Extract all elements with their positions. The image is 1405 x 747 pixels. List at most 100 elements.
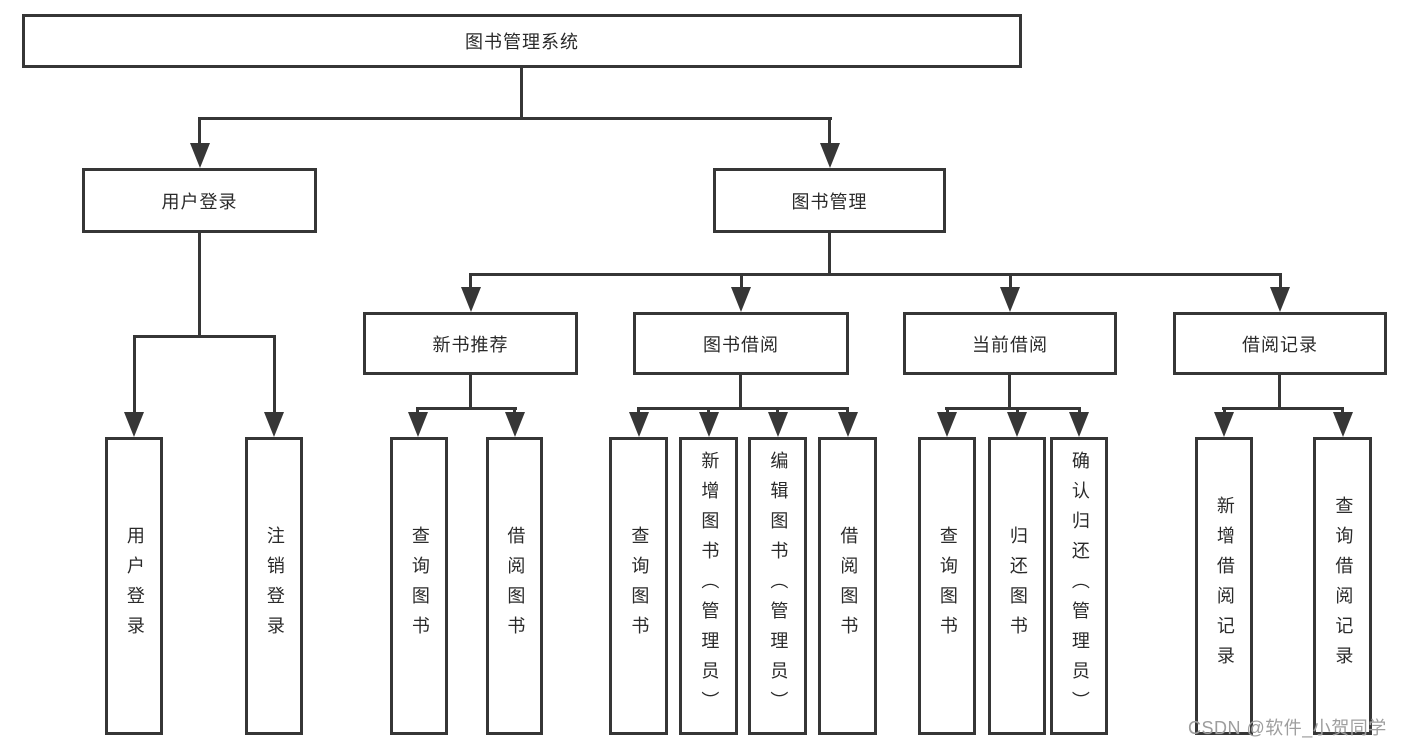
arrow-shaft xyxy=(1015,407,1019,416)
arrow-shaft xyxy=(739,273,743,291)
node-label: 查询图书 xyxy=(629,526,650,646)
node-user-login: 用户登录 xyxy=(82,168,317,233)
arrow-shaft xyxy=(132,335,136,416)
node-label: 用户登录 xyxy=(124,526,145,646)
arrow-down-icon xyxy=(1214,407,1234,437)
connector-line xyxy=(469,375,472,409)
node-label: 借阅图书 xyxy=(838,526,859,646)
connector-line xyxy=(828,233,831,275)
arrow-head xyxy=(1000,287,1020,312)
leaf-add-books-admin: 新增图书（管理员） xyxy=(679,437,738,735)
arrow-shaft xyxy=(945,407,949,416)
arrow-head xyxy=(504,412,525,437)
node-new-book-rec: 新书推荐 xyxy=(363,312,578,375)
arrow-head xyxy=(1214,412,1234,437)
arrow-down-icon xyxy=(504,407,525,437)
connector-line xyxy=(1008,375,1011,409)
arrow-shaft xyxy=(1008,273,1012,291)
arrow-head xyxy=(628,412,649,437)
arrow-shaft xyxy=(776,407,779,416)
connector-line xyxy=(945,407,1081,410)
node-label: 用户登录 xyxy=(161,191,238,212)
arrow-head xyxy=(819,143,840,168)
leaf-confirm-return-admin: 确认归还（管理员） xyxy=(1050,437,1108,735)
arrow-shaft xyxy=(416,407,419,416)
leaf-query-borrow-record: 查询借阅记录 xyxy=(1313,437,1372,735)
arrow-head xyxy=(698,412,719,437)
connector-line xyxy=(416,407,517,410)
watermark: CSDN @软件_小贺同学 xyxy=(1188,718,1387,738)
node-label: 新书推荐 xyxy=(432,334,509,355)
connector-line xyxy=(1222,407,1344,410)
connector-line xyxy=(1278,375,1281,409)
arrow-down-icon xyxy=(1069,407,1089,437)
arrow-head xyxy=(937,412,957,437)
arrow-down-icon xyxy=(767,407,788,437)
connector-line xyxy=(469,273,1281,276)
arrow-down-icon xyxy=(407,407,428,437)
arrow-head xyxy=(124,412,144,437)
leaf-edit-books-admin: 编辑图书（管理员） xyxy=(748,437,807,735)
node-label: 借阅图书 xyxy=(505,526,526,646)
arrow-shaft xyxy=(1278,273,1282,291)
leaf-add-borrow-record: 新增借阅记录 xyxy=(1195,437,1253,735)
arrow-shaft xyxy=(198,117,201,147)
node-book-mgmt: 图书管理 xyxy=(713,168,946,233)
node-label: 注销登录 xyxy=(264,526,285,646)
leaf-user-login: 用户登录 xyxy=(105,437,163,735)
node-borrow-record: 借阅记录 xyxy=(1173,312,1387,375)
arrow-shaft xyxy=(513,407,516,416)
node-label: 编辑图书（管理员） xyxy=(768,451,789,721)
arrow-down-icon xyxy=(937,407,957,437)
leaf-query-books-rec: 查询图书 xyxy=(390,437,448,735)
leaf-return-books: 归还图书 xyxy=(988,437,1046,735)
arrow-head xyxy=(1007,412,1027,437)
arrow-head xyxy=(407,412,428,437)
leaf-query-books-borrow: 查询图书 xyxy=(609,437,668,735)
node-label: 新增借阅记录 xyxy=(1214,496,1235,676)
node-label: 查询借阅记录 xyxy=(1333,496,1354,676)
node-label: 归还图书 xyxy=(1007,526,1028,646)
connector-line xyxy=(520,68,523,118)
node-label: 确认归还（管理员） xyxy=(1069,451,1090,721)
arrow-head xyxy=(1069,412,1089,437)
node-label: 新增图书（管理员） xyxy=(699,451,720,721)
arrow-shaft xyxy=(707,407,710,416)
connector-line xyxy=(133,335,276,338)
arrow-head xyxy=(1332,412,1353,437)
arrow-down-icon xyxy=(189,117,210,168)
arrow-shaft xyxy=(1222,407,1226,416)
node-label: 查询图书 xyxy=(937,526,958,646)
connector-line xyxy=(198,117,832,120)
arrow-shaft xyxy=(637,407,640,416)
node-label: 查询图书 xyxy=(409,526,430,646)
arrow-head xyxy=(767,412,788,437)
arrow-head xyxy=(189,143,210,168)
arrow-head xyxy=(264,412,284,437)
node-book-borrow: 图书借阅 xyxy=(633,312,849,375)
arrow-down-icon xyxy=(1270,273,1290,312)
node-label: 图书借阅 xyxy=(703,334,779,355)
leaf-logout: 注销登录 xyxy=(245,437,303,735)
arrow-down-icon xyxy=(1000,273,1020,312)
arrow-down-icon xyxy=(731,273,751,312)
node-root: 图书管理系统 xyxy=(22,14,1022,68)
arrow-shaft xyxy=(272,335,276,416)
arrow-head xyxy=(1270,287,1290,312)
node-current-borrow: 当前借阅 xyxy=(903,312,1117,375)
node-label: 借阅记录 xyxy=(1242,334,1318,355)
arrow-down-icon xyxy=(819,117,840,168)
arrow-down-icon xyxy=(837,407,858,437)
arrow-down-icon xyxy=(628,407,649,437)
arrow-head xyxy=(837,412,858,437)
arrow-down-icon xyxy=(698,407,719,437)
arrow-shaft xyxy=(846,407,849,416)
node-label: 图书管理系统 xyxy=(465,32,579,52)
arrow-head xyxy=(460,287,481,312)
arrow-down-icon xyxy=(1007,407,1027,437)
leaf-borrow-books: 借阅图书 xyxy=(818,437,877,735)
node-label: 图书管理 xyxy=(791,191,868,212)
arrow-down-icon xyxy=(460,273,481,312)
arrow-down-icon xyxy=(124,335,144,437)
